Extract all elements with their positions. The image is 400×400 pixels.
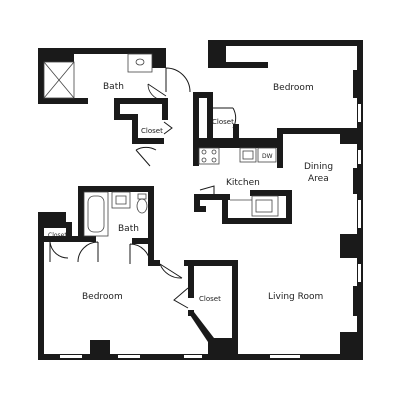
- label-dining-line1: Dining: [304, 162, 333, 172]
- doors: [49, 67, 237, 309]
- fixtures: [43, 53, 279, 237]
- island-sink: [251, 195, 279, 217]
- label-kitchen: Kitchen: [226, 178, 260, 188]
- vanity-sink-top: [127, 53, 153, 73]
- bathtub: [83, 191, 109, 237]
- shower: [43, 61, 75, 99]
- label-closet-bottom: Closet: [199, 295, 221, 303]
- label-bath-top: Bath: [103, 82, 124, 92]
- label-bedroom-top: Bedroom: [273, 83, 314, 93]
- toilet: [136, 198, 148, 214]
- label-dining-line2: Area: [308, 174, 329, 184]
- label-bedroom-bottom: Bedroom: [82, 292, 123, 302]
- label-closet-top-left: Closet: [141, 127, 163, 135]
- label-bath-mid: Bath: [118, 224, 139, 234]
- vanity-sink-mid: [111, 191, 131, 209]
- label-dishwasher: DW: [262, 153, 273, 160]
- room-labels: Bath Bedroom Closet Closet Dining Area K…: [48, 82, 333, 303]
- label-living-room: Living Room: [268, 292, 323, 302]
- windows: [60, 104, 361, 358]
- label-closet-top-center: Closet: [212, 118, 234, 126]
- dishwasher: [257, 147, 277, 163]
- interior-walls: [44, 92, 340, 360]
- kitchen-sink: [239, 147, 257, 163]
- stove: [198, 147, 220, 165]
- label-closet-left: Closet: [48, 232, 67, 239]
